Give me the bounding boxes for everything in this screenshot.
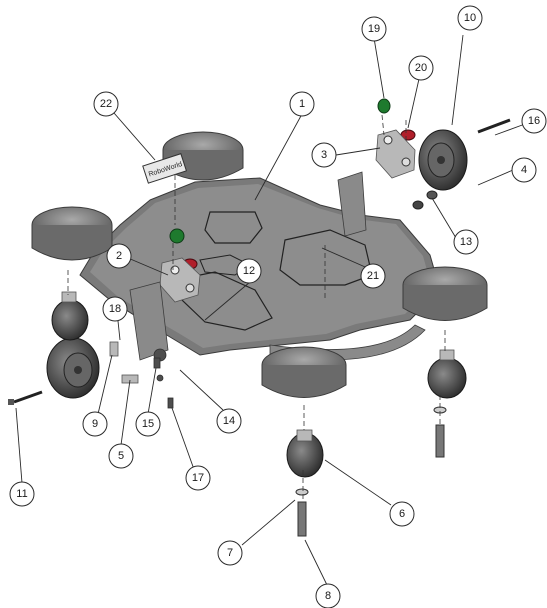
green-knob-right: [377, 98, 391, 114]
svg-text:21: 21: [367, 270, 379, 282]
balloon-3: 3: [311, 142, 337, 168]
balloon-10: 10: [457, 5, 483, 31]
svg-text:4: 4: [521, 164, 527, 176]
balloon-8: 8: [315, 583, 341, 608]
wheel-mount-left: [129, 281, 169, 362]
svg-text:15: 15: [142, 418, 154, 430]
corner-pad-right: [402, 266, 488, 321]
balloon-18: 18: [102, 296, 128, 322]
svg-text:16: 16: [528, 115, 540, 127]
balloon-7: 7: [217, 540, 243, 566]
svg-text:19: 19: [368, 23, 380, 35]
bracket-right: [375, 129, 416, 179]
washer-13: [412, 190, 438, 210]
svg-text:10: 10: [464, 12, 476, 24]
svg-text:11: 11: [16, 488, 27, 500]
svg-text:8: 8: [325, 590, 331, 602]
green-knob-left: [169, 228, 185, 244]
balloon-16: 16: [521, 108, 547, 134]
balloon-20: 20: [408, 55, 434, 81]
balloon-13: 13: [453, 229, 479, 255]
svg-text:9: 9: [92, 418, 98, 430]
balloon-22: 22: [93, 91, 119, 117]
corner-pad-bottom: [261, 346, 347, 398]
balloon-14: 14: [216, 408, 242, 434]
balloon-19: 19: [361, 16, 387, 42]
svg-text:7: 7: [227, 547, 233, 559]
caster-right: [427, 349, 467, 399]
leader-lines: [15, 34, 526, 586]
svg-text:22: 22: [100, 98, 112, 110]
svg-text:20: 20: [415, 62, 427, 74]
svg-text:6: 6: [399, 508, 405, 520]
balloon-11: 11: [9, 481, 35, 507]
balloon-1: 1: [289, 91, 315, 117]
drive-wheel-right: [418, 129, 468, 191]
caster-bottom: [286, 429, 324, 478]
svg-text:1: 1: [299, 98, 305, 110]
balloon-17: 17: [185, 465, 211, 491]
balloon-5: 5: [108, 443, 134, 469]
svg-text:3: 3: [321, 149, 327, 161]
svg-text:12: 12: [243, 265, 255, 277]
small-brackets-5-9: [109, 341, 139, 384]
svg-text:18: 18: [109, 303, 121, 315]
balloon-2: 2: [106, 243, 132, 269]
svg-text:5: 5: [118, 450, 124, 462]
svg-text:13: 13: [460, 236, 472, 248]
svg-text:17: 17: [192, 472, 204, 484]
label-plate: RoboWorld: [142, 153, 188, 184]
bolt-7-8: [295, 488, 309, 537]
balloon-15: 15: [135, 411, 161, 437]
balloon-12: 12: [236, 258, 262, 284]
bolt-16: [477, 118, 511, 134]
balloon-6: 6: [389, 501, 415, 527]
caster-left: [51, 291, 89, 341]
svg-text:14: 14: [223, 415, 235, 427]
bolt-11: [8, 390, 43, 405]
balloon-4: 4: [511, 157, 537, 183]
assembly-axes: [67, 114, 446, 500]
svg-text:2: 2: [116, 250, 122, 262]
fasteners-14-15-17: [153, 357, 174, 409]
wheel-mount-right: [337, 171, 367, 237]
balloon-9: 9: [82, 411, 108, 437]
corner-pad-left: [31, 206, 113, 261]
balloon-21: 21: [360, 263, 386, 289]
drive-wheel-left: [46, 337, 100, 399]
